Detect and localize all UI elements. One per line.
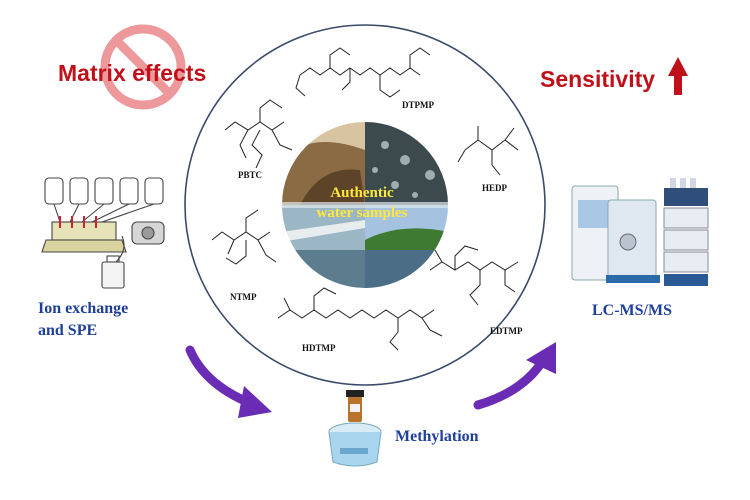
photo-label-line2: water samples [317, 205, 408, 221]
curved-arrow-left [185, 345, 272, 418]
sensitivity-label: Sensitivity [540, 66, 656, 92]
hdtmp-structure [277, 287, 443, 351]
photo-label-line1: Authentic [330, 185, 394, 201]
compound-label-hedp: HEDP [482, 183, 508, 193]
lc-ms-instrument-icon [571, 178, 709, 286]
up-arrow-icon [668, 57, 688, 95]
ion-exchange-apparatus-icon [41, 177, 165, 289]
hedp-structure [457, 126, 519, 176]
compound-label-dtpmp: DTPMP [402, 100, 434, 110]
no-sign-icon [100, 24, 186, 110]
lcms-label: LC-MS/MS [592, 302, 672, 319]
matrix-effects-label: Matrix effects [58, 60, 207, 86]
pbtc-structure [224, 99, 293, 169]
compound-circle [184, 24, 546, 386]
ion-exchange-line2: and SPE [38, 322, 98, 339]
ion-exchange-label: Ion exchange and SPE [38, 298, 128, 342]
edtmp-structure [429, 245, 519, 306]
compound-label-hdtmp: HDTMP [302, 343, 336, 353]
compound-label-pbtc: PBTC [238, 170, 263, 180]
stirrer-vial-icon [328, 390, 382, 467]
methylation-label: Methylation [395, 428, 479, 445]
compound-label-edtmp: EDTMP [490, 326, 523, 336]
compound-label-ntmp: NTMP [230, 292, 257, 302]
curved-arrow-right [473, 342, 556, 410]
dtpmp-structure [295, 47, 431, 98]
ntmp-structure [211, 209, 277, 265]
ion-exchange-line1: Ion exchange [38, 300, 129, 317]
